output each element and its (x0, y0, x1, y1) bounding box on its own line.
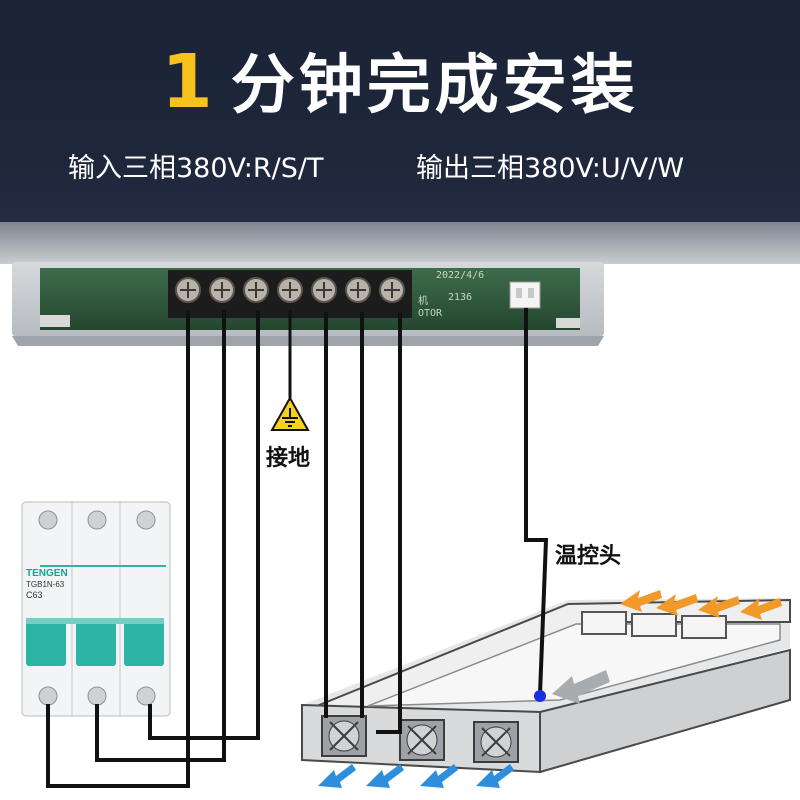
title-number: 1 (161, 39, 217, 125)
warm-airflow (620, 590, 782, 620)
mount-clip-right (556, 318, 580, 328)
terminal-screw-icon (243, 277, 269, 303)
controller-board (12, 262, 604, 346)
airflow-arrow-icon (476, 764, 514, 788)
airflow-arrow-icon (420, 764, 458, 788)
temperature-sensor-dot-icon (534, 690, 546, 702)
breaker-handle-1 (26, 620, 66, 666)
terminal-screws (175, 277, 405, 303)
output-wires (324, 312, 402, 734)
sensor-wire (524, 308, 549, 702)
breaker-handle-2 (76, 620, 116, 666)
fan-icon (399, 719, 445, 761)
cool-airflow (318, 764, 514, 788)
vent-window-group (581, 611, 727, 639)
terminal-screw-icon (379, 277, 405, 303)
airflow-arrow-icon (740, 598, 782, 620)
terminal-screw-icon (175, 277, 201, 303)
board-housing-edge (12, 336, 604, 346)
fan-icon (473, 721, 519, 763)
terminal-screw-icon (277, 277, 303, 303)
sensor-connector (509, 281, 541, 309)
pcb-text-1: 机 (418, 296, 428, 307)
breaker-brand: TENGEN (26, 568, 68, 579)
ground-warning-icon (270, 395, 310, 431)
header-band (0, 222, 800, 264)
airflow-arrow-icon (366, 764, 404, 788)
terminal-screw-icon (345, 277, 371, 303)
airflow-arrow-icon (318, 764, 356, 788)
heating-chamber (301, 598, 791, 774)
header-banner (0, 0, 800, 222)
breaker-body (21, 501, 171, 717)
wire-w (376, 312, 402, 734)
pcb-date: 2022/4/6 (436, 270, 485, 281)
pcb-text-3: OTOR (418, 308, 443, 319)
fan-icon (321, 715, 367, 757)
wire-s (95, 310, 226, 762)
airflow-arrow-icon (620, 590, 662, 612)
input-wires (46, 310, 260, 788)
breaker-handle-3 (124, 620, 164, 666)
breaker-rating: C63 (26, 590, 43, 600)
ground-label: 接地 (266, 446, 311, 471)
chamber-side-wall (539, 648, 791, 774)
input-spec: 输入三相380V:R/S/T (68, 153, 324, 184)
title-text: 分钟完成安装 (230, 49, 639, 123)
circuit-breaker (21, 501, 171, 717)
ground-wire (270, 310, 310, 431)
wire-t (148, 310, 260, 740)
terminal-screw-icon (209, 277, 235, 303)
terminal-screw-icon (311, 277, 337, 303)
wire-r (46, 310, 190, 788)
sensor-pointer-arrow (552, 670, 610, 704)
airflow-arrow-icon (656, 594, 698, 616)
pcb-text-2: 2136 (448, 292, 473, 303)
mount-clip-left (40, 315, 70, 327)
output-spec: 输出三相380V:U/V/W (416, 153, 685, 184)
sensor-label: 温控头 (555, 544, 622, 569)
airflow-arrow-icon (698, 596, 740, 618)
breaker-model: TGB1N-63 (26, 580, 65, 589)
